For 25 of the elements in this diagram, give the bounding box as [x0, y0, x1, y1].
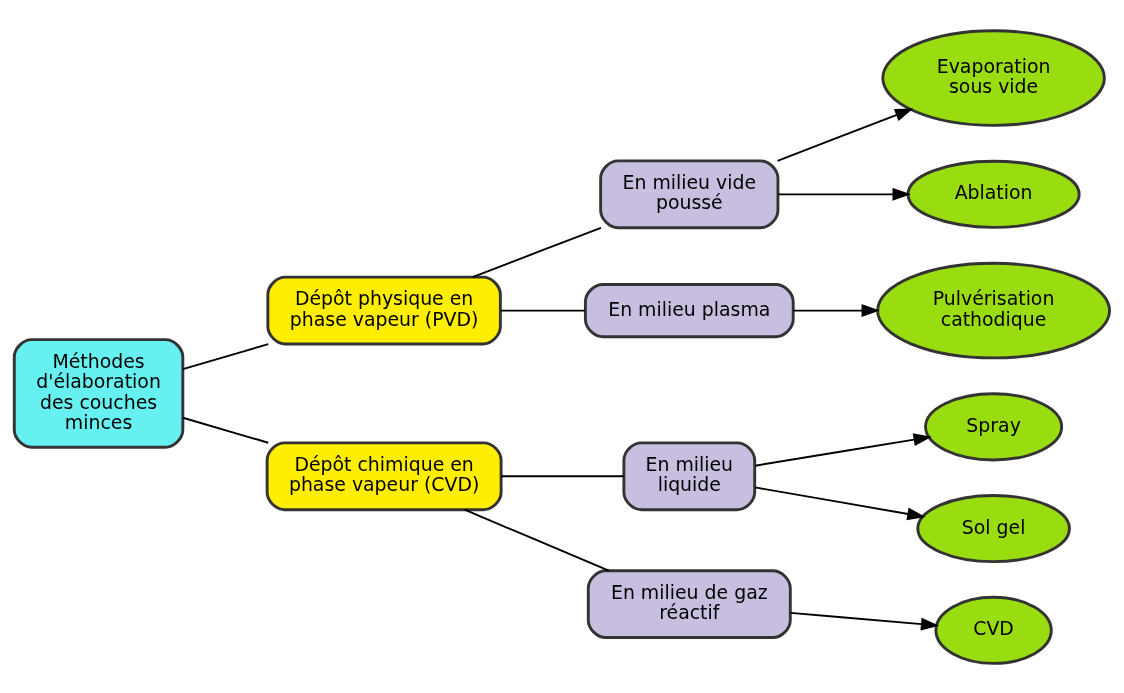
node-ellipse: CVD [934, 595, 1053, 665]
arrow [754, 432, 932, 467]
connector [181, 342, 270, 370]
node-box: En milieu liquide [622, 440, 757, 511]
node-box: En milieu vide poussé [599, 158, 780, 229]
arrow [789, 611, 940, 631]
node-ellipse: Evaporation sous vide [881, 28, 1106, 127]
arrow [776, 108, 914, 162]
connector [500, 474, 625, 477]
connector [181, 416, 270, 444]
arrow [777, 187, 911, 201]
node-box: En milieu de gaz réactif [586, 568, 792, 639]
node-ellipse: Spray [924, 391, 1064, 461]
connector [463, 508, 610, 572]
arrow [754, 485, 926, 520]
node-ellipse: Pulvérisation cathodique [876, 261, 1112, 359]
node-box: En milieu plasma [583, 282, 795, 338]
connector [471, 226, 602, 278]
node-ellipse: Sol gel [916, 493, 1071, 563]
arrow [792, 303, 880, 317]
node-box: Dépôt chimique en phase vapeur (CVD) [265, 440, 503, 511]
node-box: Méthodes d'élaboration des couches minces [12, 337, 185, 449]
connector [499, 309, 586, 312]
node-ellipse: Ablation [906, 159, 1081, 229]
node-box: Dépôt physique en phase vapeur (PVD) [266, 275, 502, 345]
